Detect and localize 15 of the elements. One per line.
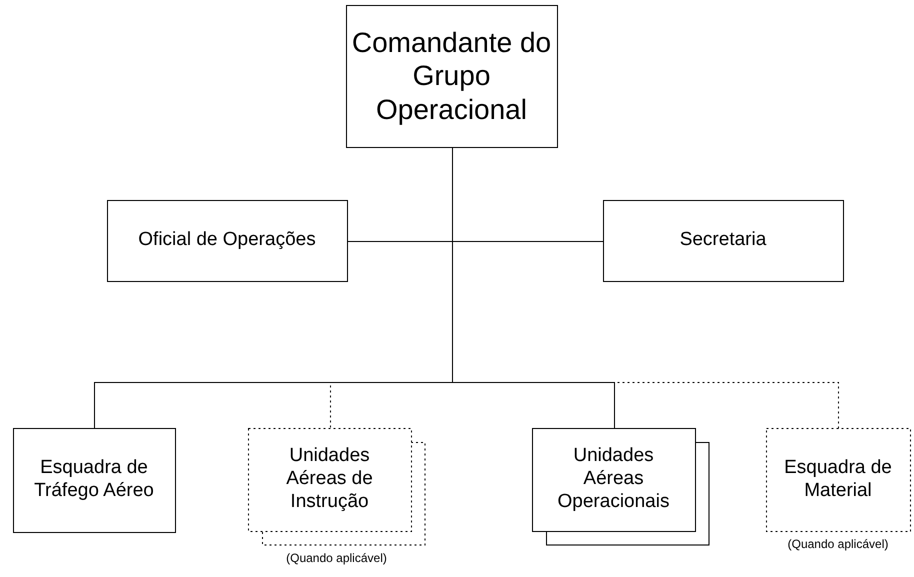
box-label: Esquadra de Tráfego Aéreo xyxy=(33,456,155,503)
stacked-box xyxy=(248,428,426,546)
box-label: Oficial de Operações xyxy=(137,228,317,252)
box-label: Comandante do Grupo Operacional xyxy=(350,26,552,127)
box-label: Esquadra de Material xyxy=(783,456,893,502)
note-text: (Quando aplicável) xyxy=(788,537,888,551)
box-label: Secretaria xyxy=(678,228,768,252)
org-box xyxy=(603,200,844,282)
box-label: Unidades Aéreas Operacionais xyxy=(556,444,670,514)
stacked-box xyxy=(532,428,710,546)
note-text: (Quando aplicável) xyxy=(286,551,387,565)
org-box xyxy=(107,200,348,282)
org-box xyxy=(346,5,558,148)
box-label: Unidades Aéreas de Instrução xyxy=(285,444,374,514)
org-box xyxy=(13,428,176,533)
